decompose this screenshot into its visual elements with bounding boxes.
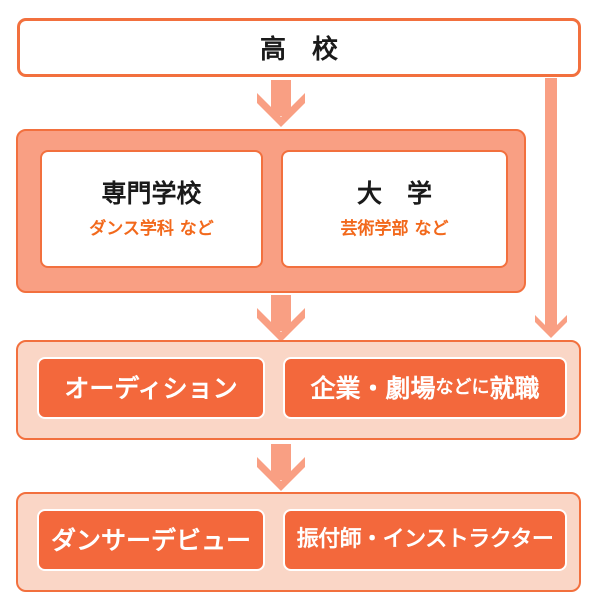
vocational-subtitle: ダンス学科 など (89, 218, 214, 239)
audition-label: オーディション (64, 373, 238, 403)
down-arrow-icon (257, 295, 305, 342)
node-highschool: 高 校 (17, 18, 581, 77)
down-arrow-icon (257, 444, 305, 491)
university-subtitle: 芸術学部 など (340, 218, 449, 239)
node-dancer-debut: ダンサーデビュー (37, 509, 265, 571)
node-vocational-school: 専門学校 ダンス学科 など (40, 150, 263, 268)
node-employment: 企業・劇場などに就職 (283, 357, 567, 419)
employment-label-small: などに (435, 377, 490, 398)
node-choreographer: 振付師・インストラクター (283, 509, 567, 571)
career-entry-group: オーディション 企業・劇場などに就職 (16, 340, 581, 440)
outcome-group: ダンサーデビュー 振付師・インストラクター (16, 492, 581, 592)
university-title: 大 学 (356, 178, 432, 208)
dancer-debut-label: ダンサーデビュー (50, 525, 251, 555)
education-group: 専門学校 ダンス学科 など 大 学 芸術学部 など (16, 129, 526, 293)
employment-label-main1: 企業・劇場 (310, 373, 436, 403)
node-university: 大 学 芸術学部 など (281, 150, 508, 268)
choreographer-label: 振付師・インストラクター (296, 527, 554, 552)
down-arrow-icon (257, 80, 305, 127)
employment-label-main2: 就職 (489, 373, 540, 403)
bypass-down-arrowhead-icon (535, 315, 567, 338)
vocational-title: 専門学校 (101, 178, 202, 208)
highschool-label: 高 校 (259, 35, 338, 65)
node-audition: オーディション (37, 357, 265, 419)
bypass-arrow-line (545, 78, 557, 332)
